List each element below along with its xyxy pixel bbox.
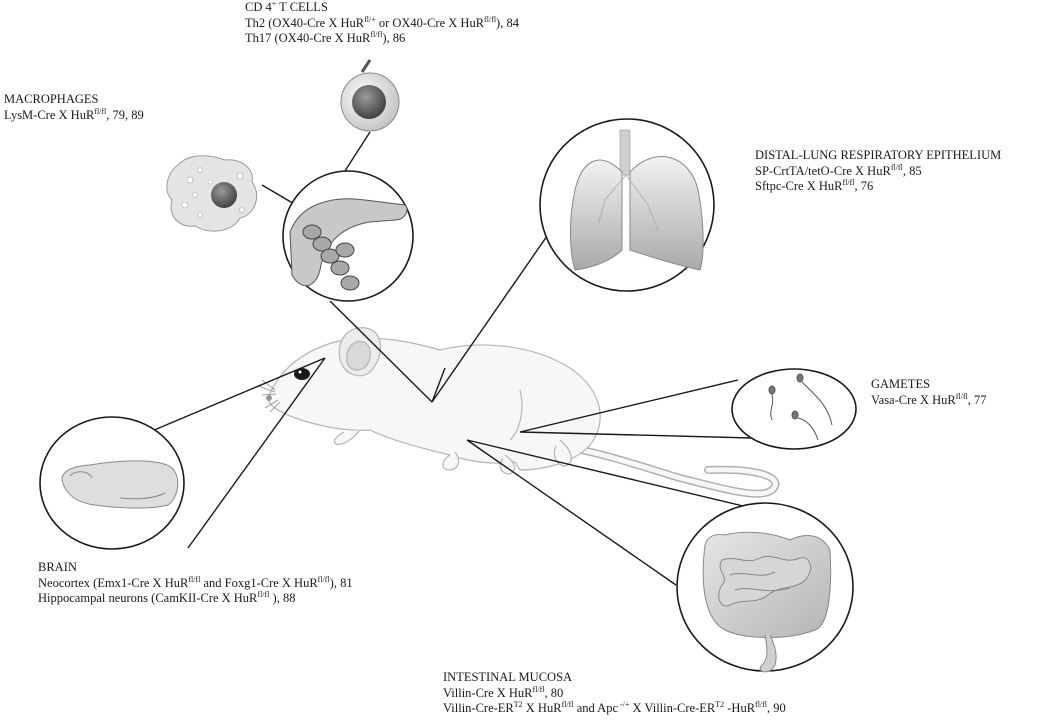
lung-label: DISTAL-LUNG RESPIRATORY EPITHELIUM SP-Cr…: [755, 148, 1001, 195]
lung-line-1: SP-CrtTA/tetO-Cre X HuRfl/fl, 85: [755, 164, 1001, 180]
gametes-magnifier: [732, 369, 856, 449]
macrophages-label: MACROPHAGES LysM-Cre X HuRfl/fl, 79, 89: [4, 92, 144, 123]
brain-icon: [62, 461, 178, 508]
gametes-line: Vasa-Cre X HuRfl/fl, 77: [871, 393, 986, 409]
brain-hippocampal-line: Hippocampal neurons (CamKII-Cre X HuRfl/…: [38, 591, 353, 607]
macrophages-title: MACROPHAGES: [4, 92, 144, 108]
lung-line-2: Sftpc-Cre X HuRfl/fl, 76: [755, 179, 1001, 195]
cd4-t-cells-label: CD 4+ T CELLS Th2 (OX40-Cre X HuRfl/+ or…: [245, 0, 519, 47]
mouse-illustration: [258, 328, 775, 494]
cd4-th2-line: Th2 (OX40-Cre X HuRfl/+ or OX40-Cre X Hu…: [245, 16, 519, 32]
intestine-line-2: Villin-Cre-ERT2 X HuRfl/fl and Apc -/+ X…: [443, 701, 786, 717]
intestine-label: INTESTINAL MUCOSA Villin-Cre X HuRfl/fl,…: [443, 670, 786, 717]
cd4-th17-line: Th17 (OX40-Cre X HuRfl/fl), 86: [245, 31, 519, 47]
lung-title: DISTAL-LUNG RESPIRATORY EPITHELIUM: [755, 148, 1001, 164]
gametes-title: GAMETES: [871, 377, 986, 393]
brain-label: BRAIN Neocortex (Emx1-Cre X HuRfl/fl and…: [38, 560, 353, 607]
intestine-line-1: Villin-Cre X HuRfl/fl, 80: [443, 686, 786, 702]
t-cell-icon: [341, 60, 399, 131]
macrophage-icon: [167, 156, 257, 231]
brain-neocortex-line: Neocortex (Emx1-Cre X HuRfl/fl and Foxg1…: [38, 576, 353, 592]
cd4-title: CD 4+ T CELLS: [245, 0, 519, 16]
macrophages-line: LysM-Cre X HuRfl/fl, 79, 89: [4, 108, 144, 124]
gametes-label: GAMETES Vasa-Cre X HuRfl/fl, 77: [871, 377, 986, 408]
brain-title: BRAIN: [38, 560, 353, 576]
intestine-title: INTESTINAL MUCOSA: [443, 670, 786, 686]
